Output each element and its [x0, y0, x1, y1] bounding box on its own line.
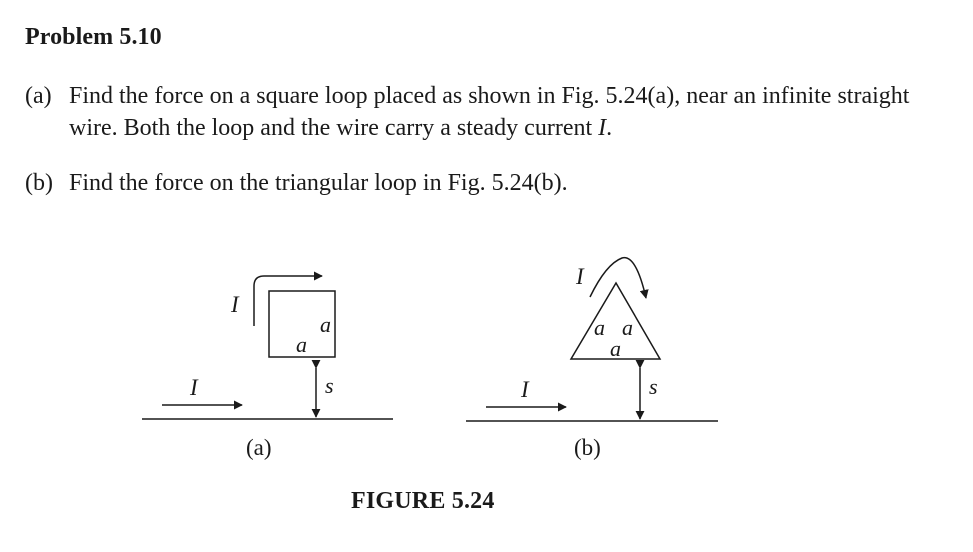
- panel-b-side-label-left: a: [594, 315, 605, 340]
- panel-b-loop-current-arrow: [589, 257, 649, 299]
- panel-b-side-label-bottom: a: [610, 336, 621, 361]
- panel-a-loop-current-arrow: [253, 271, 323, 326]
- panel-a-loop-current-label: I: [230, 292, 240, 317]
- panel-b-loop-current-label: I: [575, 264, 585, 289]
- panel-b-triangular-loop: [569, 281, 662, 360]
- panel-a-side-label-top: a: [320, 312, 331, 337]
- part-a-text-main: Find the force on a square loop placed a…: [69, 83, 910, 141]
- figure-caption: FIGURE 5.24: [351, 488, 495, 514]
- part-b-label: (b): [25, 170, 53, 196]
- part-b-text: Find the force on the triangular loop in…: [69, 170, 568, 196]
- panel-a-side-label-bottom: a: [296, 332, 307, 357]
- panel-a: I I a a s (a): [142, 271, 393, 460]
- panel-b-wire-current-label: I: [520, 377, 530, 402]
- panel-b: I I a a a s (b): [466, 257, 718, 460]
- panel-b-label: (b): [574, 435, 601, 460]
- problem-part-b: (b) Find the force on the triangular loo…: [25, 167, 945, 199]
- panel-b-distance-label: s: [649, 374, 658, 399]
- problem-part-a: (a) Find the force on a square loop plac…: [25, 80, 945, 144]
- problem-title: Problem 5.10: [25, 24, 162, 50]
- panel-a-distance-label: s: [325, 373, 334, 398]
- panel-a-wire-current-label: I: [189, 375, 199, 400]
- panel-b-side-label-right: a: [622, 315, 633, 340]
- part-a-text-end: .: [606, 115, 613, 141]
- panel-a-square-loop: [268, 290, 336, 358]
- part-a-label: (a): [25, 83, 52, 109]
- part-a-current-symbol: I: [598, 115, 607, 141]
- part-a-text: Find the force on a square loop placed a…: [69, 80, 945, 144]
- panel-a-label: (a): [246, 435, 272, 460]
